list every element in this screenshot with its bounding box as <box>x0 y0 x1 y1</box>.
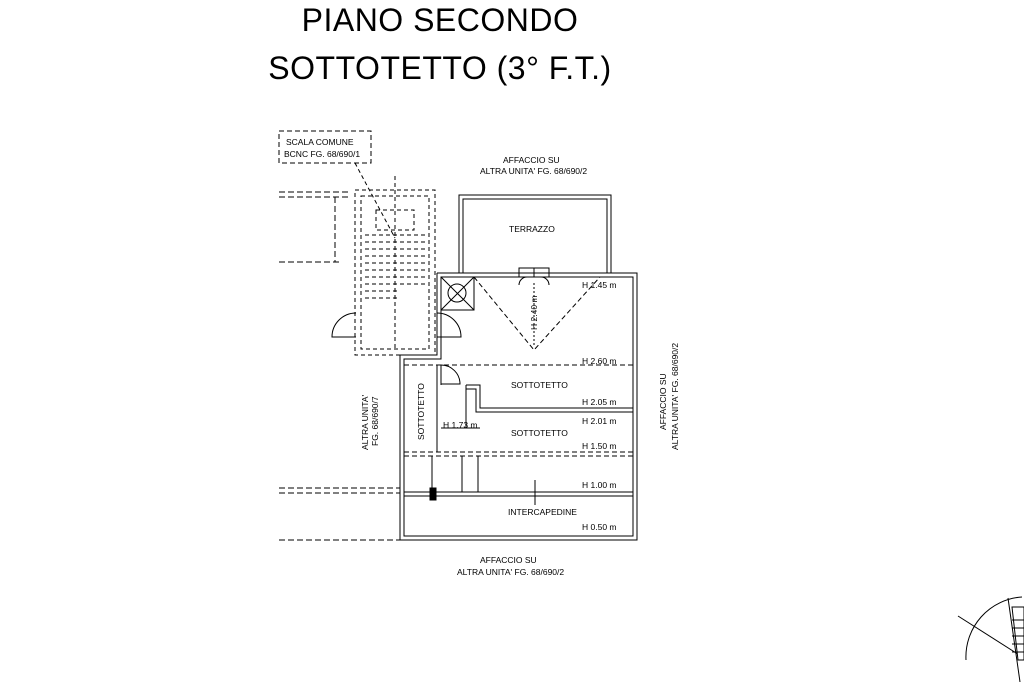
affaccio-right-line2: ALTRA UNITA' FG. 68/690/2 <box>670 343 680 450</box>
height-h260: H 2.60 m <box>582 356 617 366</box>
affaccio-bottom-line1: AFFACCIO SU <box>480 555 537 565</box>
north-arrow-icon <box>957 596 1024 682</box>
roof-slope-lines <box>473 276 601 351</box>
terrazzo-inner <box>462 198 608 274</box>
sottotetto-label-2: SOTTOTETTO <box>511 428 568 438</box>
height-h205: H 2.05 m <box>582 397 617 407</box>
terrazzo-outline <box>458 194 612 274</box>
chimney-circle <box>447 283 467 303</box>
height-h240: H 2.40 m <box>529 296 539 331</box>
door-swing-left <box>331 312 357 338</box>
scala-label-box <box>278 130 372 164</box>
height-h150: H 1.50 m <box>582 441 617 451</box>
scala-label-line1: SCALA COMUNE <box>286 137 354 147</box>
affaccio-top-line1: AFFACCIO SU <box>503 155 560 165</box>
intercapedine-label: INTERCAPEDINE <box>508 507 577 517</box>
height-h145: H 1.45 m <box>582 280 617 290</box>
scala-label-line2: BCNC FG. 68/690/1 <box>284 149 360 159</box>
scala-leader-line <box>354 162 396 239</box>
height-h173: H 1.73 m <box>443 420 478 430</box>
affaccio-top-line2: ALTRA UNITA' FG. 68/690/2 <box>480 166 587 176</box>
staircase <box>354 176 436 356</box>
terrazzo-label: TERRAZZO <box>509 224 555 234</box>
plan-title-line2: SOTTOTETTO (3° F.T.) <box>268 50 612 86</box>
plan-title-line1: PIANO SECONDO <box>301 2 579 38</box>
main-walls <box>399 272 638 541</box>
affaccio-bottom-line2: ALTRA UNITA' FG. 68/690/2 <box>457 567 564 577</box>
door-swing-entry <box>436 312 462 338</box>
altra-unita-left-line2: FG. 68/690/7 <box>370 396 380 446</box>
height-h201: H 2.01 m <box>582 416 617 426</box>
height-h100: H 1.00 m <box>582 480 617 490</box>
left-dashed-walls <box>279 191 400 541</box>
sottotetto-vertical-label: SOTTOTETTO <box>416 383 426 440</box>
height-h050: H 0.50 m <box>582 522 617 532</box>
sottotetto-label-1: SOTTOTETTO <box>511 380 568 390</box>
altra-unita-left-line1: ALTRA UNITA' <box>360 394 370 450</box>
chimney-box <box>440 276 475 311</box>
door-swing-sottotetto <box>440 364 461 385</box>
affaccio-right-line1: AFFACCIO SU <box>658 373 668 430</box>
